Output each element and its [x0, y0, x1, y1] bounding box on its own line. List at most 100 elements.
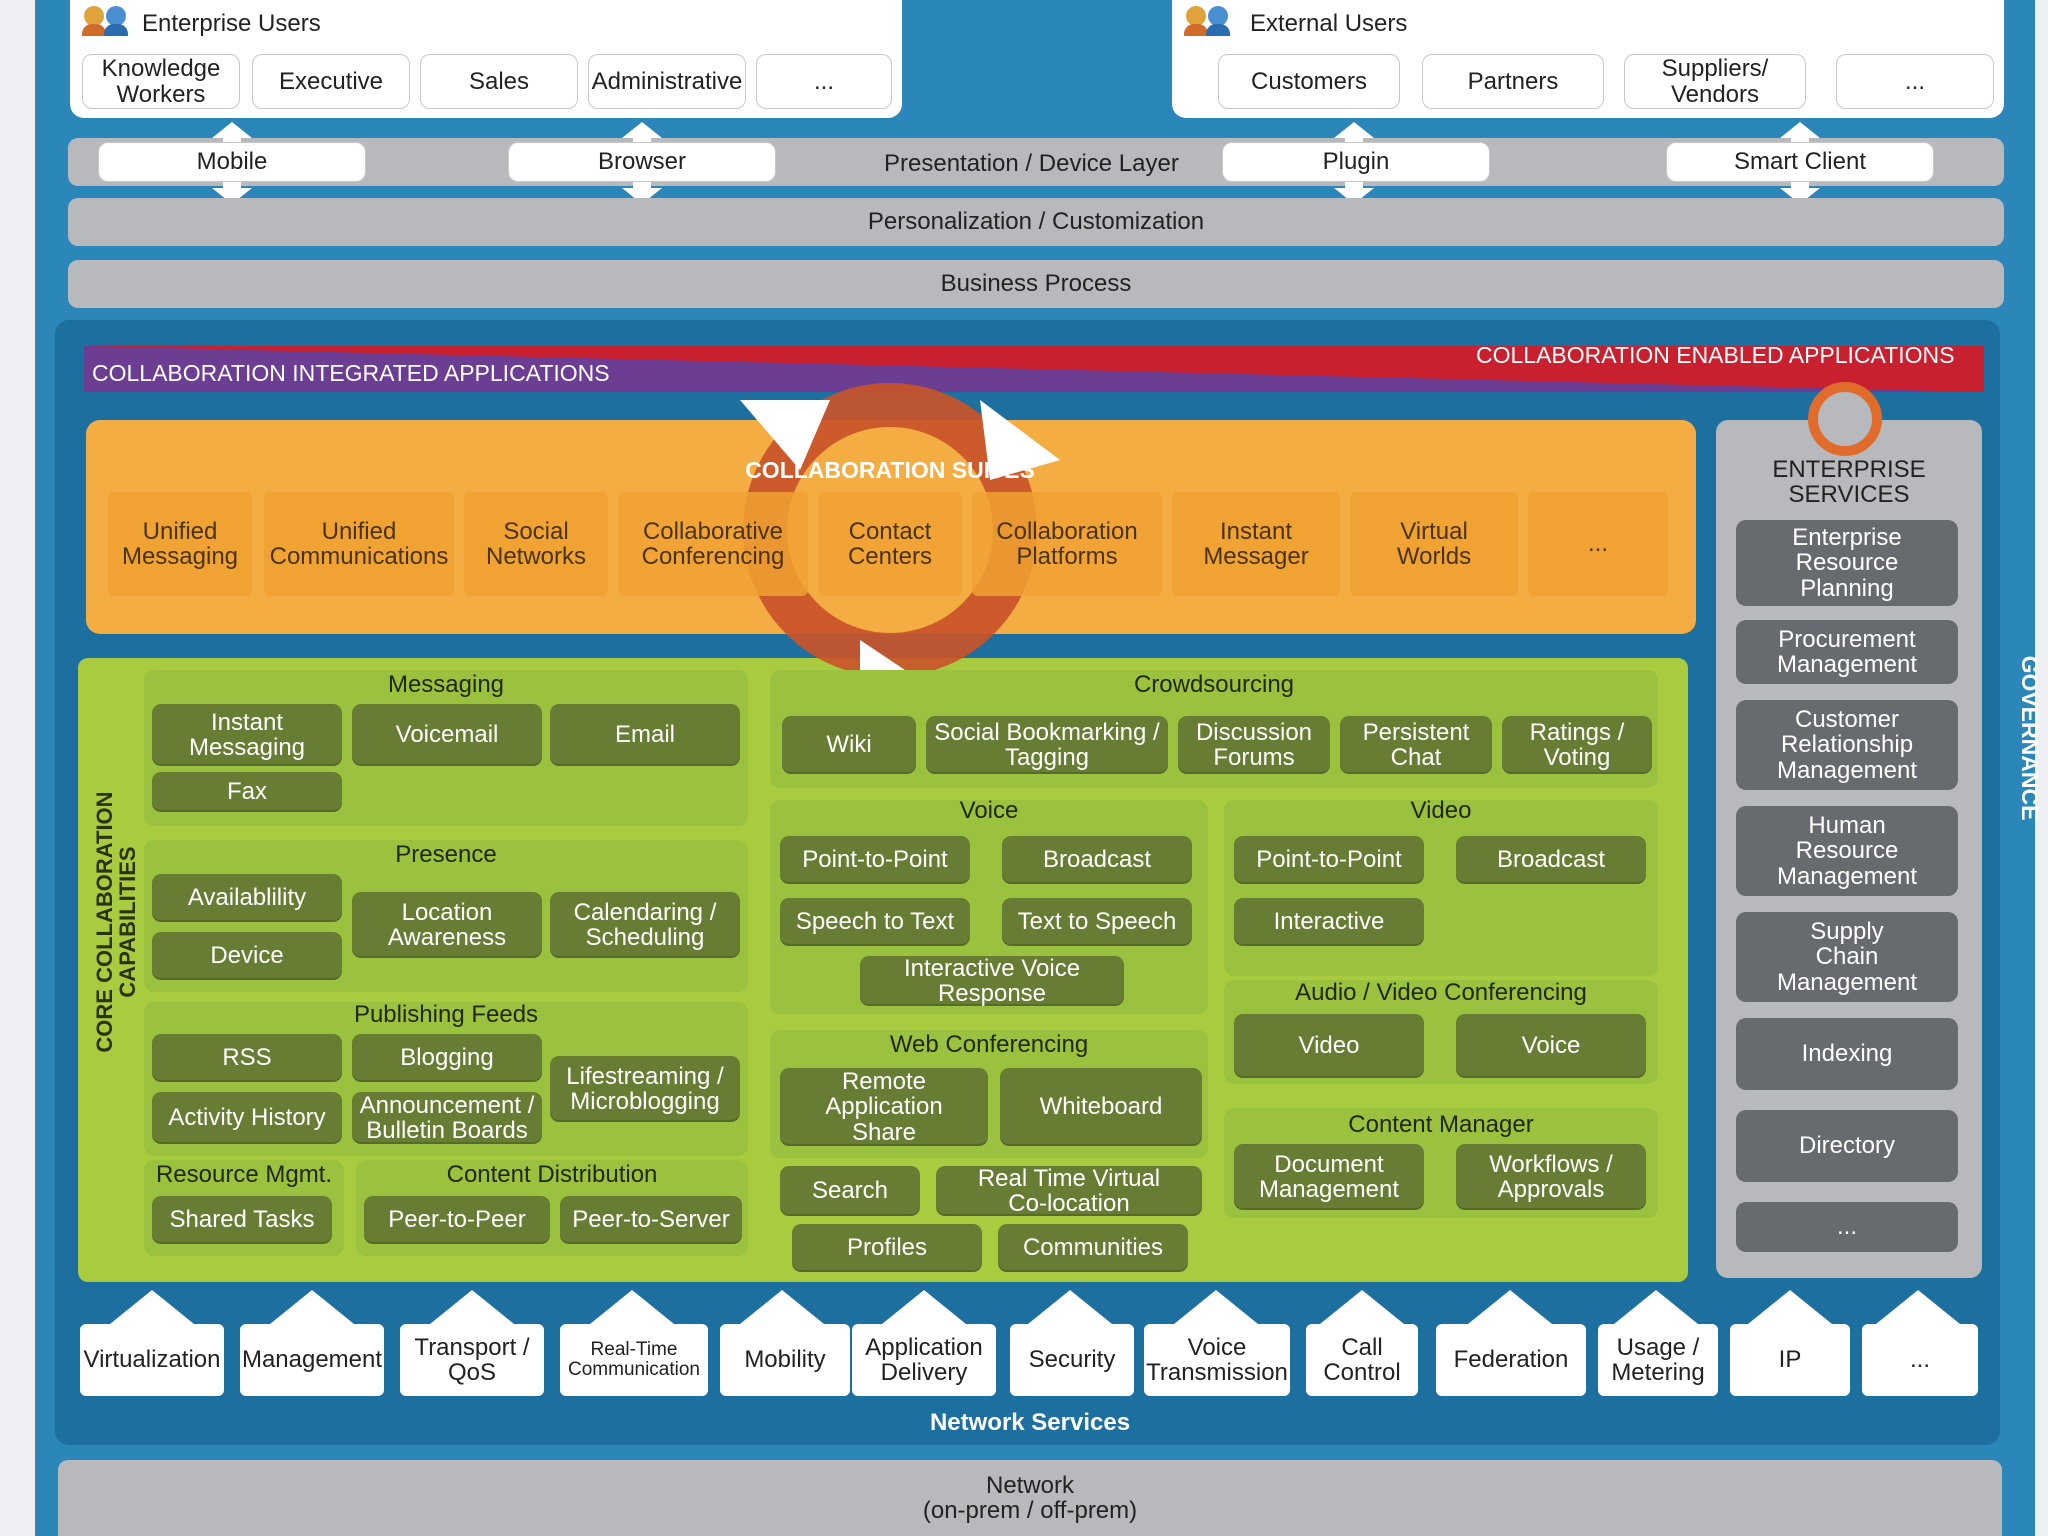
messaging-email: Email	[550, 704, 740, 766]
device-smart-client: Smart Client	[1666, 142, 1934, 182]
es-crm: Customer Relationship Management	[1736, 700, 1958, 790]
crowd-social-bookmarking: Social Bookmarking / Tagging	[926, 716, 1168, 774]
ns-application-delivery: Application Delivery	[852, 1324, 996, 1396]
web-conferencing-title: Web Conferencing	[889, 1031, 1089, 1059]
ns-real-time-communication: Real-Time Communication	[560, 1324, 708, 1396]
video-title: Video	[1410, 797, 1472, 825]
suite-collaboration-platforms: Collaboration Platforms	[972, 492, 1162, 596]
presence-calendaring: Calendaring / Scheduling	[550, 892, 740, 958]
es-directory: Directory	[1736, 1110, 1958, 1182]
presence-availability: Availablility	[152, 874, 342, 922]
av-conferencing-title: Audio / Video Conferencing	[1295, 979, 1587, 1007]
feeds-announcement: Announcement / Bulletin Boards	[352, 1092, 542, 1144]
search-capability: Search	[780, 1166, 920, 1216]
avconf-voice: Voice	[1456, 1014, 1646, 1078]
users-group-icon	[82, 4, 128, 36]
network-services-title: Network Services	[929, 1409, 1131, 1437]
user-more: ...	[756, 54, 892, 109]
messaging-voicemail: Voicemail	[352, 704, 542, 766]
presentation-layer-label: Presentation / Device Layer	[884, 150, 1179, 177]
ns-call-control: Call Control	[1306, 1324, 1418, 1396]
suite-collaborative-conferencing: Collaborative Conferencing	[618, 492, 808, 596]
es-hrm: Human Resource Management	[1736, 806, 1958, 896]
voice-ivr: Interactive Voice Response	[860, 956, 1124, 1006]
voice-title: Voice	[959, 797, 1019, 825]
suite-more: ...	[1528, 492, 1668, 596]
governance-label: GOVERNANCE	[2017, 655, 2044, 821]
cm-workflows-approvals: Workflows / Approvals	[1456, 1144, 1646, 1210]
ns-ip: IP	[1730, 1324, 1850, 1396]
voice-broadcast: Broadcast	[1002, 836, 1192, 884]
webconf-whiteboard: Whiteboard	[1000, 1068, 1202, 1146]
ns-more: ...	[1862, 1324, 1978, 1396]
ns-voice-transmission: Voice Transmission	[1144, 1324, 1290, 1396]
content-manager-title: Content Manager	[1348, 1111, 1534, 1139]
applications-banner	[84, 346, 1984, 392]
user-knowledge-workers: Knowledge Workers	[82, 54, 240, 109]
user-administrative: Administrative	[588, 54, 746, 109]
resource-mgmt-title: Resource Mgmt.	[155, 1161, 333, 1189]
voice-text-to-speech: Text to Speech	[1002, 898, 1192, 946]
webconf-remote-app-share: Remote Application Share	[780, 1068, 988, 1146]
video-broadcast: Broadcast	[1456, 836, 1646, 884]
profiles-capability: Profiles	[792, 1224, 982, 1272]
device-plugin: Plugin	[1222, 142, 1490, 182]
suite-instant-messager: Instant Messager	[1172, 492, 1340, 596]
crowdsourcing-title: Crowdsourcing	[1133, 671, 1295, 699]
core-capabilities-label: CORE COLLABORATION CAPABILITIES	[91, 791, 140, 1053]
enabled-apps-label: COLLABORATION ENABLED APPLICATIONS	[1476, 342, 1955, 368]
communities-capability: Communities	[998, 1224, 1188, 1272]
crowd-ratings-voting: Ratings / Voting	[1502, 716, 1652, 774]
feeds-lifestreaming: Lifestreaming / Microblogging	[550, 1056, 740, 1122]
messaging-fax: Fax	[152, 772, 342, 812]
suite-virtual-worlds: Virtual Worlds	[1350, 492, 1518, 596]
publishing-feeds-title: Publishing Feeds	[353, 1001, 539, 1029]
voice-point-to-point: Point-to-Point	[780, 836, 970, 884]
cm-document-management: Document Management	[1234, 1144, 1424, 1210]
suite-unified-communications: Unified Communications	[264, 492, 454, 596]
crowd-persistent-chat: Persistent Chat	[1340, 716, 1492, 774]
es-more: ...	[1736, 1202, 1958, 1252]
user-partners: Partners	[1422, 54, 1604, 109]
voice-speech-to-text: Speech to Text	[780, 898, 970, 946]
content-distribution-title: Content Distribution	[446, 1161, 658, 1189]
suite-contact-centers: Contact Centers	[818, 492, 962, 596]
ns-virtualization: Virtualization	[80, 1324, 224, 1396]
presence-device: Device	[152, 932, 342, 980]
integrated-apps-label: COLLABORATION INTEGRATED APPLICATIONS	[92, 360, 610, 386]
feeds-blogging: Blogging	[352, 1034, 542, 1082]
enterprise-services-cycle-icon	[1808, 382, 1882, 456]
device-browser: Browser	[508, 142, 776, 182]
enterprise-users-panel: Enterprise Users Knowledge Workers Execu…	[70, 0, 902, 118]
user-more: ...	[1836, 54, 1994, 109]
user-sales: Sales	[420, 54, 578, 109]
ns-management: Management	[240, 1324, 384, 1396]
video-section	[1224, 800, 1658, 976]
resource-shared-tasks: Shared Tasks	[152, 1196, 332, 1244]
ns-mobility: Mobility	[720, 1324, 850, 1396]
crowd-wiki: Wiki	[782, 716, 916, 774]
enterprise-services-title: ENTERPRISE SERVICES	[1772, 455, 1926, 508]
es-indexing: Indexing	[1736, 1018, 1958, 1090]
es-procurement: Procurement Management	[1736, 620, 1958, 684]
suite-social-networks: Social Networks	[464, 492, 608, 596]
personalization-bar: Personalization / Customization	[68, 198, 2004, 246]
suite-unified-messaging: Unified Messaging	[108, 492, 252, 596]
feeds-activity-history: Activity History	[152, 1092, 342, 1144]
external-users-title: External Users	[1250, 10, 1408, 37]
feeds-rss: RSS	[152, 1034, 342, 1082]
video-point-to-point: Point-to-Point	[1234, 836, 1424, 884]
ns-federation: Federation	[1436, 1324, 1586, 1396]
video-interactive: Interactive	[1234, 898, 1424, 946]
ns-transport-qos: Transport / QoS	[400, 1324, 544, 1396]
es-scm: Supply Chain Management	[1736, 912, 1958, 1002]
presence-location-awareness: Location Awareness	[352, 892, 542, 958]
device-mobile: Mobile	[98, 142, 366, 182]
user-customers: Customers	[1218, 54, 1400, 109]
external-users-panel: External Users Customers Partners Suppli…	[1172, 0, 2004, 118]
distribution-peer-to-peer: Peer-to-Peer	[364, 1196, 550, 1244]
es-erp: Enterprise Resource Planning	[1736, 520, 1958, 606]
business-process-bar: Business Process	[68, 260, 2004, 308]
messaging-title: Messaging	[387, 671, 505, 699]
collaboration-suites-title: COLLABORATION SUITES	[745, 456, 1035, 483]
